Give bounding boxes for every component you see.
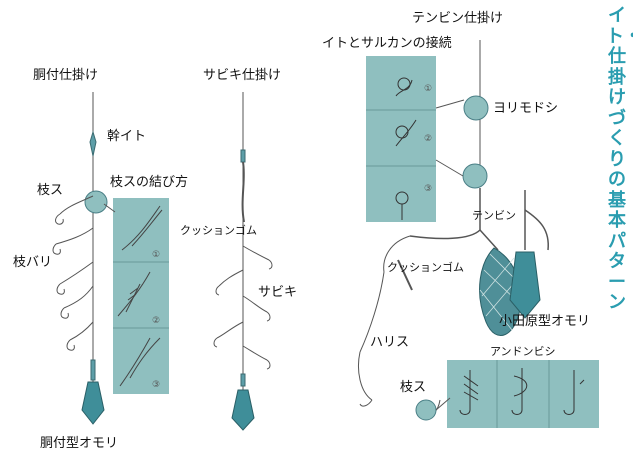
connection-label: イトとサルカンの接続 bbox=[322, 36, 452, 51]
connection-step-3: ③ bbox=[424, 184, 433, 194]
main-line-label: 幹イト bbox=[107, 129, 147, 144]
tenbin-branch-label: 枝ス bbox=[400, 380, 427, 395]
sabiki-label: サビキ bbox=[258, 285, 298, 300]
knot-step-1: ① bbox=[152, 250, 161, 260]
branch-hook-label: 枝バリ bbox=[13, 255, 53, 270]
odawara-sinker-label: 小田原型オモリ bbox=[499, 314, 591, 329]
connection-step-1: ① bbox=[424, 84, 433, 94]
tenbin-rig-drawing bbox=[358, 40, 549, 421]
connection-step-2: ② bbox=[424, 134, 433, 144]
sabiki-rig-heading: サビキ仕掛け bbox=[203, 68, 282, 83]
connection-steps bbox=[366, 77, 436, 220]
swivel-label: ヨリモドシ bbox=[493, 101, 559, 116]
leader-label: ハリス bbox=[370, 335, 410, 350]
dogu-rig-heading: 胴付仕掛け bbox=[33, 68, 99, 83]
tenbin-label: テンビン bbox=[472, 209, 516, 222]
knot-step-3: ③ bbox=[152, 380, 161, 390]
sabiki-rig-drawing bbox=[213, 92, 273, 431]
dogu-sinker-label: 胴付型オモリ bbox=[40, 436, 119, 451]
branch-tie-steps bbox=[459, 360, 585, 428]
page-title: イト・仕掛けづくりの基本パターン bbox=[606, 5, 633, 313]
tenbin-cushion-label: クッションゴム bbox=[387, 261, 464, 274]
branch-knot-steps bbox=[113, 205, 169, 387]
sabiki-cushion-label: クッションゴム bbox=[180, 224, 257, 237]
branch-knot-label: 枝スの結び方 bbox=[110, 175, 189, 190]
tenbin-rig-heading: テンビン仕掛け bbox=[412, 11, 504, 26]
knot-step-2: ② bbox=[152, 316, 161, 326]
andon-label: アンドンビシ bbox=[490, 345, 556, 358]
dogu-rig-drawing bbox=[52, 92, 116, 425]
branch-label: 枝ス bbox=[37, 183, 64, 198]
